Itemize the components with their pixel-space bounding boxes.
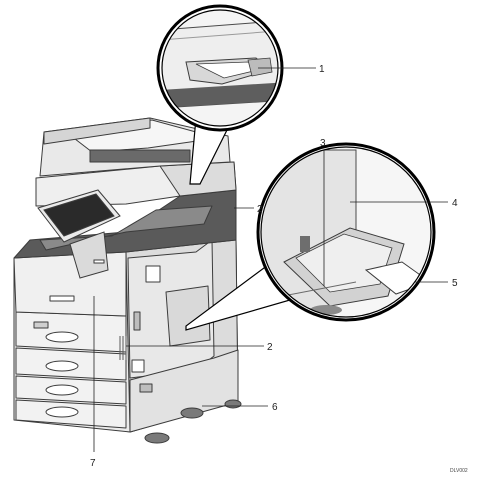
callout-1: 1	[319, 64, 325, 75]
panel-button[interactable]	[93, 259, 105, 264]
feeder-output	[89, 149, 191, 163]
tray-handle[interactable]	[45, 360, 79, 372]
door-recess	[165, 285, 211, 347]
callout-7: 7	[90, 458, 96, 469]
callout-4: 4	[452, 198, 458, 209]
front-slot	[33, 321, 49, 329]
tray-handle[interactable]	[45, 406, 79, 418]
callout-2-lower: 2	[267, 342, 273, 353]
upper-vent	[219, 206, 230, 240]
front-panel	[13, 251, 127, 317]
caster-foot	[144, 432, 170, 444]
detail-dark-bar	[162, 82, 278, 108]
control-panel[interactable]	[37, 189, 121, 279]
feeder-cover	[43, 117, 151, 145]
leader-lines	[93, 67, 448, 452]
callout-6: 6	[272, 402, 278, 413]
callout-2-upper: 2	[257, 204, 263, 215]
bypass-lever[interactable]	[300, 236, 310, 252]
tray-handle[interactable]	[45, 384, 79, 396]
side-detail-magnifier	[185, 142, 436, 331]
touch-screen[interactable]	[43, 193, 115, 237]
unit-handle[interactable]	[139, 383, 153, 393]
top-detail-magnifier	[156, 4, 284, 185]
lower-right-unit	[129, 349, 239, 433]
paper-tray-1	[15, 311, 127, 353]
panel-stand	[69, 231, 109, 279]
door-handle[interactable]	[133, 311, 141, 331]
callout-labels: 1 2 2 3 4 5 6 7	[90, 64, 458, 469]
callout-5: 5	[452, 278, 458, 289]
caster-foot	[224, 399, 242, 409]
tray-handle[interactable]	[45, 331, 79, 343]
lower-vent	[119, 336, 127, 360]
detail-guide	[247, 57, 273, 77]
image-code: DLV002	[450, 468, 468, 474]
paper-trays	[15, 311, 127, 429]
brand-plate	[49, 295, 75, 302]
side-latch[interactable]	[145, 265, 161, 283]
lower-latch[interactable]	[131, 359, 145, 373]
caster-foot	[180, 407, 204, 419]
callout-3: 3	[320, 138, 326, 149]
